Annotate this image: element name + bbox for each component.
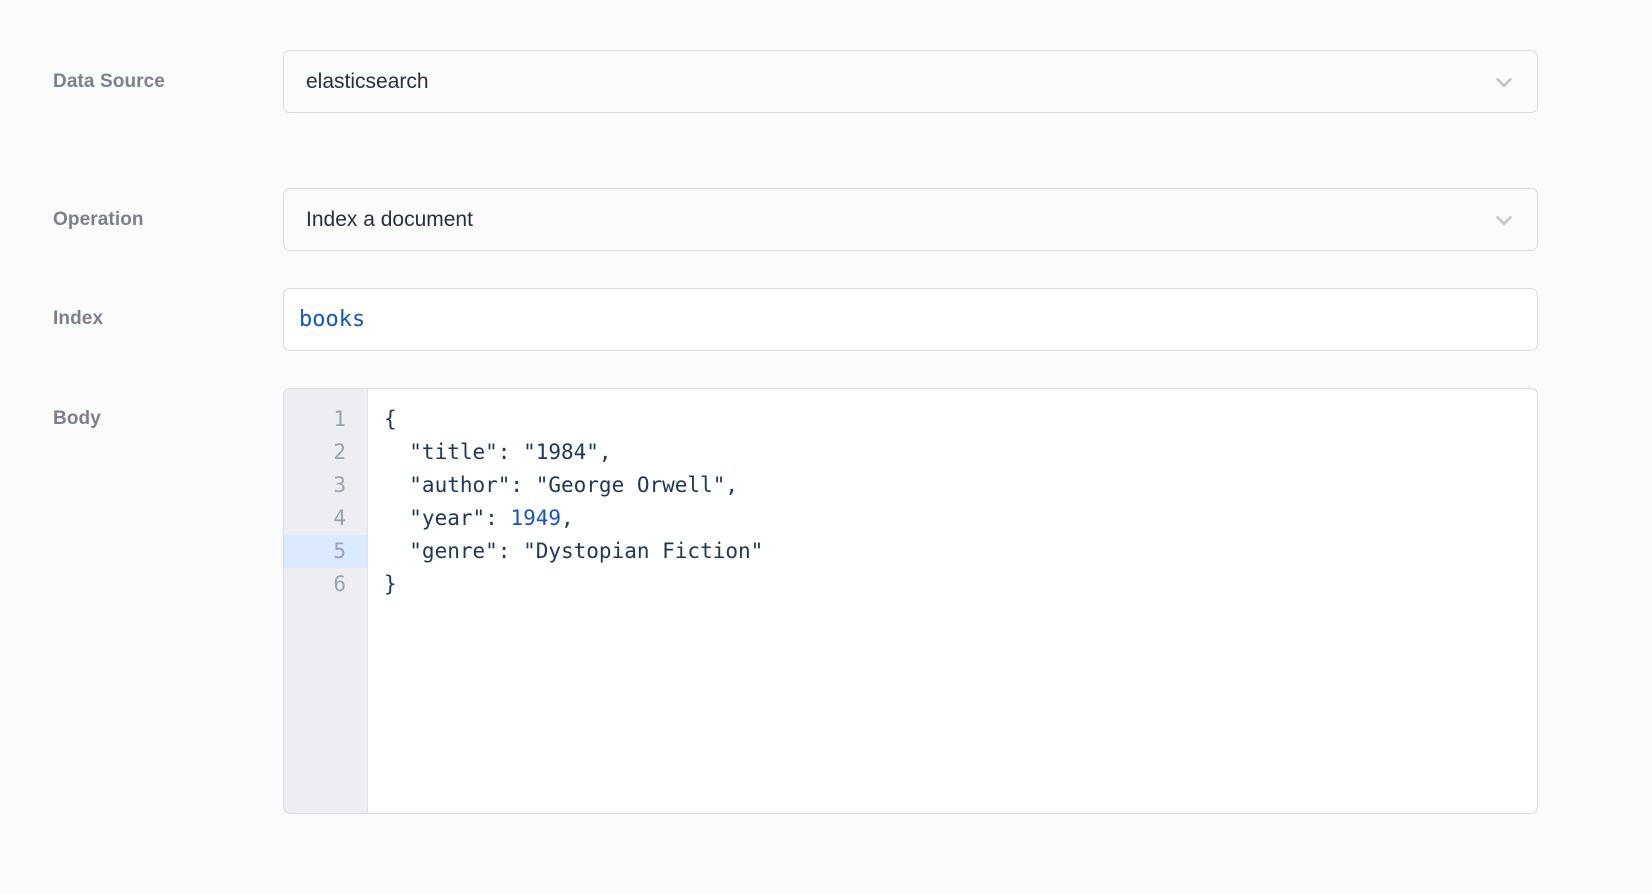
code-line-4-number: 1949 <box>510 506 562 530</box>
index-label: Index <box>53 308 104 329</box>
chevron-down-icon[interactable] <box>1491 207 1517 233</box>
code-line-5: "genre": "Dystopian Fiction" <box>384 539 764 563</box>
code-line-1: { <box>384 407 397 431</box>
body-label: Body <box>53 408 101 429</box>
line-number: 4 <box>333 506 346 530</box>
body-control: 1 2 3 4 5 6 { "title": "1984", "author":… <box>283 388 1595 814</box>
index-control: books <box>283 288 1595 351</box>
param-row-body: Body 1 2 3 4 5 6 { "title": "1984", "aut… <box>0 388 1652 814</box>
editor-code-area[interactable]: { "title": "1984", "author": "George Orw… <box>368 389 1537 813</box>
line-number-active: 5 <box>284 535 367 568</box>
operation-control: Index a document <box>283 188 1595 251</box>
data-source-label: Data Source <box>53 71 165 92</box>
index-input-value: books <box>299 306 366 332</box>
operation-selected-value: Index a document <box>306 209 473 230</box>
param-row-data-source: Data Source elasticsearch <box>0 50 1652 113</box>
param-row-index: Index books <box>0 288 1652 351</box>
operation-label: Operation <box>53 209 144 230</box>
operation-select[interactable]: Index a document <box>283 188 1538 251</box>
code-line-2: "title": "1984", <box>384 440 612 464</box>
line-number: 3 <box>333 473 346 497</box>
body-code-editor[interactable]: 1 2 3 4 5 6 { "title": "1984", "author":… <box>283 388 1538 814</box>
line-number: 2 <box>333 440 346 464</box>
code-line-4-suffix: , <box>561 506 574 530</box>
data-source-selected-value: elasticsearch <box>306 71 429 92</box>
param-row-operation: Operation Index a document <box>0 188 1652 251</box>
data-source-control: elasticsearch <box>283 50 1595 113</box>
index-input[interactable]: books <box>283 288 1538 351</box>
chevron-down-icon[interactable] <box>1491 69 1517 95</box>
line-number: 1 <box>333 407 346 431</box>
code-line-4-prefix: "year": <box>384 506 511 530</box>
code-line-3: "author": "George Orwell", <box>384 473 739 497</box>
code-line-6: } <box>384 572 397 596</box>
line-number: 6 <box>333 572 346 596</box>
data-source-select[interactable]: elasticsearch <box>283 50 1538 113</box>
editor-line-number-gutter: 1 2 3 4 5 6 <box>284 389 368 813</box>
